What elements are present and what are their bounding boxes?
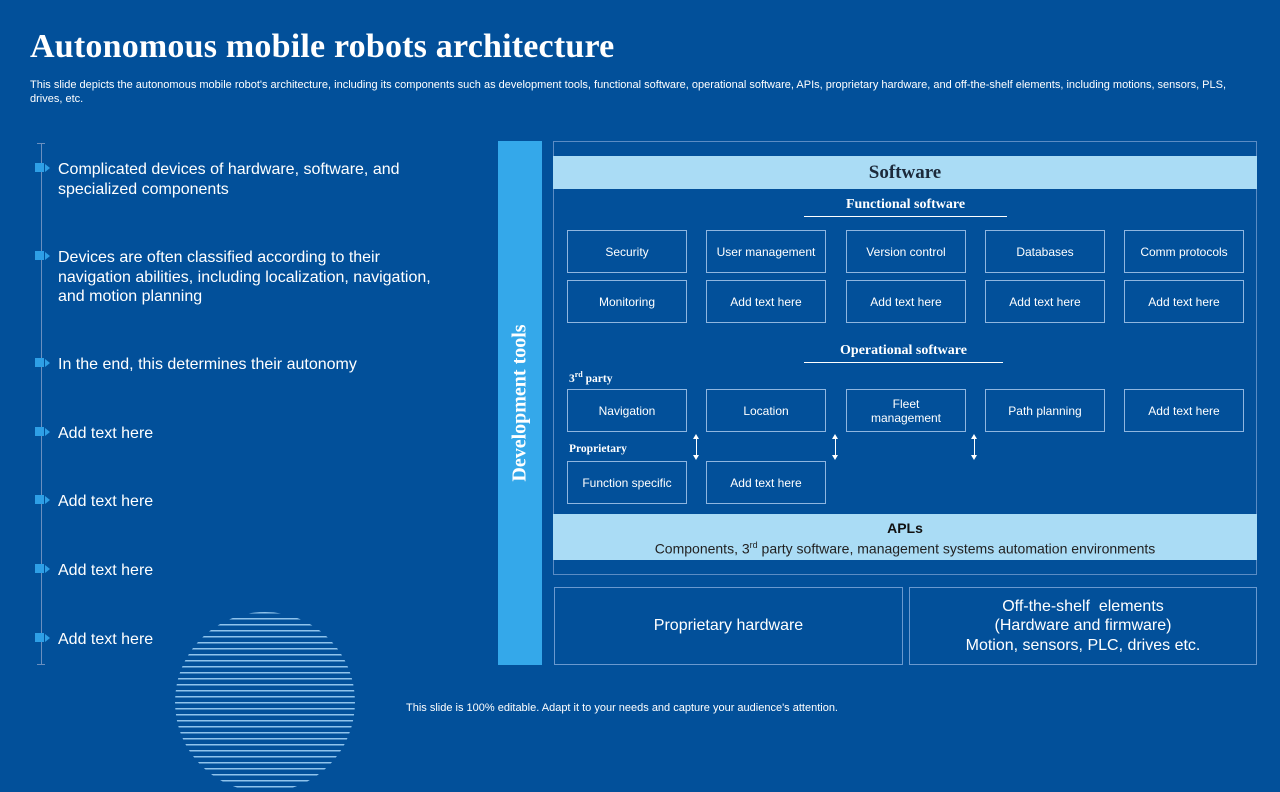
proprietary-box: Add text here bbox=[706, 461, 826, 504]
bullet-arrow-icon bbox=[35, 251, 50, 260]
functional-box: Add text here bbox=[846, 280, 966, 323]
slide-subtitle: This slide depicts the autonomous mobile… bbox=[30, 79, 1227, 105]
bullet-text: Devices are often classified according t… bbox=[58, 249, 431, 305]
bullet-item: Add text here bbox=[35, 561, 455, 581]
proprietary-label: Proprietary bbox=[569, 443, 627, 455]
proprietary-hardware-box: Proprietary hardware bbox=[554, 587, 903, 665]
bullet-timeline bbox=[41, 143, 42, 665]
development-tools-bar bbox=[498, 141, 542, 665]
functional-box: Comm protocols bbox=[1124, 230, 1244, 273]
functional-box: Monitoring bbox=[567, 280, 687, 323]
footer-note: This slide is 100% editable. Adapt it to… bbox=[0, 702, 1280, 714]
operational-box: Path planning bbox=[985, 389, 1105, 432]
timeline-tick bbox=[37, 664, 45, 665]
bullet-text: Add text here bbox=[58, 631, 154, 648]
off-the-shelf-box: Off-the-shelf elements (Hardware and fir… bbox=[909, 587, 1257, 665]
operational-software-title: Operational software bbox=[804, 343, 1003, 363]
functional-box: Add text here bbox=[985, 280, 1105, 323]
operational-box: Location bbox=[706, 389, 826, 432]
bullet-text: In the end, this determines their autono… bbox=[58, 356, 357, 373]
off-the-shelf-line: Off-the-shelf elements bbox=[1002, 597, 1164, 615]
double-arrow-icon bbox=[693, 434, 699, 460]
bullet-arrow-icon bbox=[35, 163, 50, 172]
third-party-label: 3rd party bbox=[569, 370, 613, 385]
timeline-tick bbox=[37, 143, 45, 144]
operational-box: Navigation bbox=[567, 389, 687, 432]
bullet-text: Add text here bbox=[58, 562, 154, 579]
bullet-arrow-icon bbox=[35, 358, 50, 367]
bullet-item: Add text here bbox=[35, 492, 455, 512]
bullet-text: Add text here bbox=[58, 425, 154, 442]
bullet-arrow-icon bbox=[35, 633, 50, 642]
functional-software-title: Functional software bbox=[804, 197, 1007, 217]
bullet-item: Devices are often classified according t… bbox=[35, 248, 455, 307]
bullet-item: In the end, this determines their autono… bbox=[35, 355, 455, 375]
bullet-text: Add text here bbox=[58, 493, 154, 510]
bullet-item: Complicated devices of hardware, softwar… bbox=[35, 160, 455, 199]
bullet-item: Add text here bbox=[35, 424, 455, 444]
bullet-arrow-icon bbox=[35, 495, 50, 504]
bullet-arrow-icon bbox=[35, 427, 50, 436]
software-frame bbox=[553, 141, 1257, 575]
slide-title: Autonomous mobile robots architecture bbox=[30, 28, 615, 65]
off-the-shelf-line: (Hardware and firmware) bbox=[994, 617, 1172, 635]
double-arrow-icon bbox=[832, 434, 838, 460]
operational-box: Fleet management bbox=[846, 389, 966, 432]
proprietary-hardware-text: Proprietary hardware bbox=[653, 617, 804, 635]
apls-band: APLs Components, 3rd party software, man… bbox=[553, 514, 1257, 560]
software-header: Software bbox=[553, 156, 1257, 189]
development-tools-label: Development tools bbox=[508, 324, 531, 482]
apls-title: APLs bbox=[887, 520, 923, 536]
proprietary-box: Function specific bbox=[567, 461, 687, 504]
double-arrow-icon bbox=[971, 434, 977, 460]
functional-box: Version control bbox=[846, 230, 966, 273]
apls-text: Components, 3rd party software, manageme… bbox=[654, 540, 1156, 557]
bullet-text: Complicated devices of hardware, softwar… bbox=[58, 161, 400, 198]
bullet-arrow-icon bbox=[35, 564, 50, 573]
functional-box: Add text here bbox=[706, 280, 826, 323]
functional-box: Security bbox=[567, 230, 687, 273]
functional-box: Add text here bbox=[1124, 280, 1244, 323]
bullet-item: Add text here bbox=[35, 630, 455, 650]
functional-box: User management bbox=[706, 230, 826, 273]
footer-text: This slide is 100% editable. Adapt it to… bbox=[406, 702, 838, 714]
off-the-shelf-line: Motion, sensors, PLC, drives etc. bbox=[965, 636, 1201, 654]
operational-box: Add text here bbox=[1124, 389, 1244, 432]
functional-box: Databases bbox=[985, 230, 1105, 273]
